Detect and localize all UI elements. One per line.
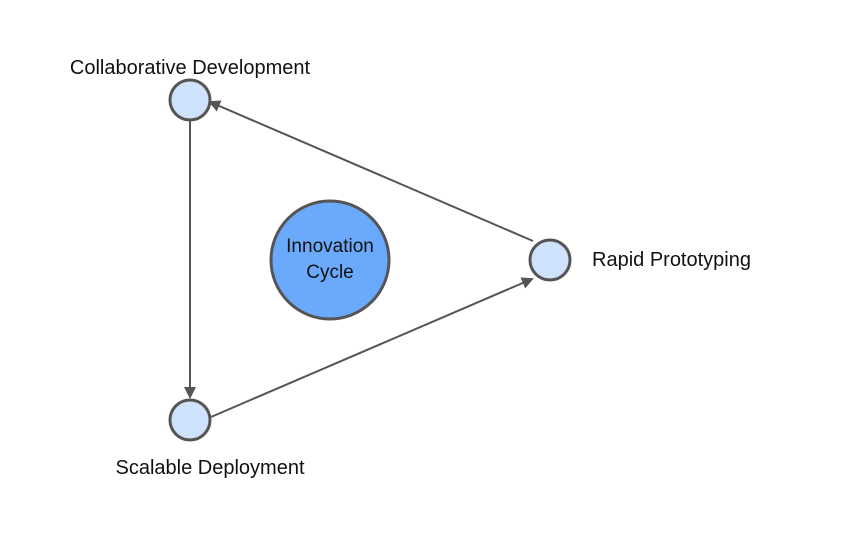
center-node: [269, 199, 391, 321]
label-rapid-prototyping: Rapid Prototyping: [592, 249, 751, 271]
node-collaborative-development: [168, 78, 212, 122]
label-collaborative-development: Collaborative Development: [70, 57, 311, 79]
center-label-line1: Innovation: [286, 236, 374, 257]
edge-rapid-to-collaborative: [208, 100, 534, 242]
label-scalable-deployment: Scalable Deployment: [116, 457, 305, 479]
center-label-line2: Cycle: [306, 262, 354, 283]
edge-scalable-to-rapid: [210, 277, 534, 418]
node-rapid-prototyping: [528, 238, 572, 282]
node-scalable-deployment: [168, 398, 212, 442]
